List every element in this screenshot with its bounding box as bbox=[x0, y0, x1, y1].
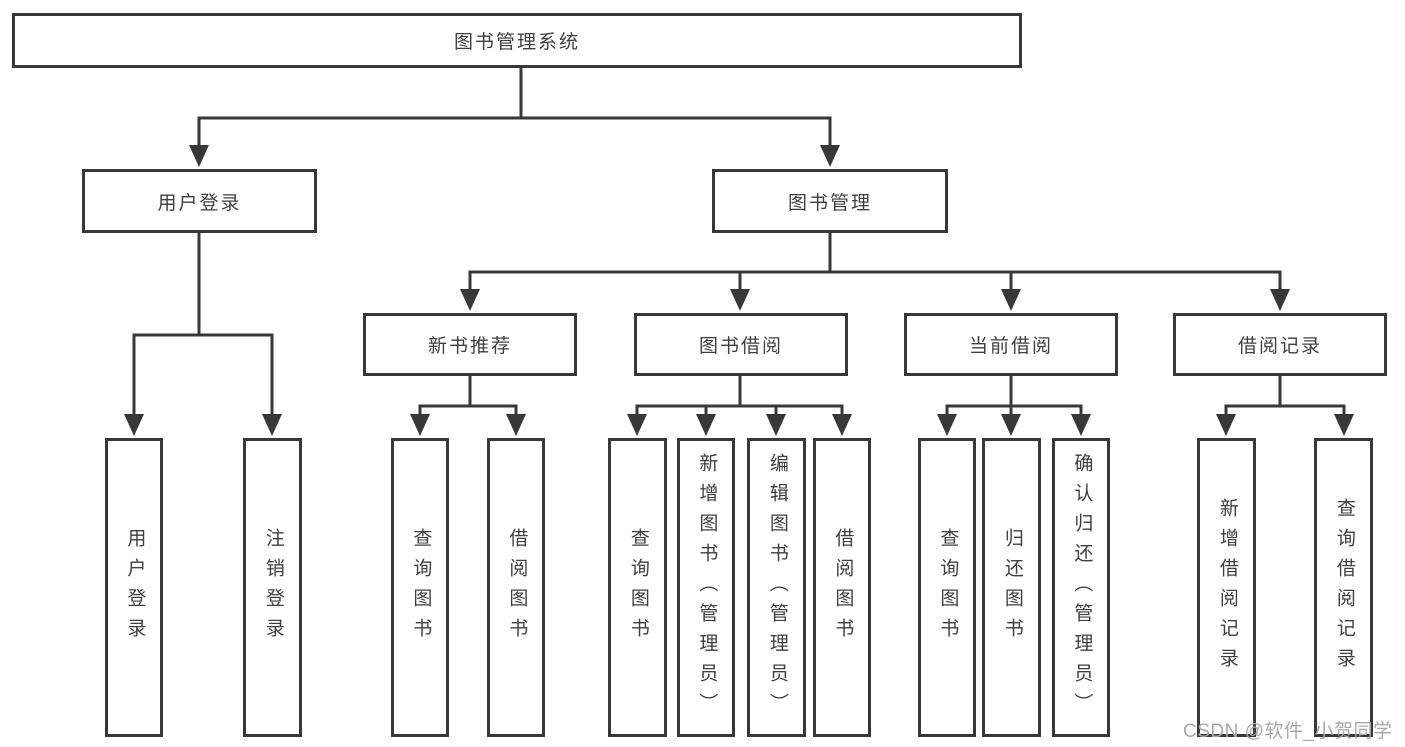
leaf-return-books: 归还图书 bbox=[982, 438, 1041, 737]
node-new-book-recommend: 新书推荐 bbox=[363, 313, 577, 376]
leaf-confirm-return-admin: 确认归还（管理员） bbox=[1052, 438, 1110, 737]
leaf-return-books-label: 归还图书 bbox=[1001, 527, 1023, 648]
leaf-borrow-books-recommend: 借阅图书 bbox=[487, 438, 545, 737]
leaf-user-login: 用户登录 bbox=[105, 438, 163, 737]
node-borrowing-records-label: 借阅记录 bbox=[1237, 336, 1322, 357]
node-current-borrowing: 当前借阅 bbox=[904, 313, 1118, 376]
node-book-management: 图书管理 bbox=[712, 169, 948, 233]
node-borrowing-records: 借阅记录 bbox=[1173, 313, 1387, 376]
leaf-add-borrow-record: 新增借阅记录 bbox=[1197, 438, 1256, 737]
leaf-query-books-borrowing-label: 查询图书 bbox=[627, 527, 649, 648]
leaf-user-login-label: 用户登录 bbox=[124, 527, 146, 648]
leaf-confirm-return-admin-label: 确认归还（管理员） bbox=[1071, 452, 1093, 723]
leaf-logout: 注销登录 bbox=[243, 438, 302, 737]
leaf-query-borrow-record: 查询借阅记录 bbox=[1314, 438, 1373, 737]
node-book-borrowing: 图书借阅 bbox=[634, 313, 848, 376]
leaf-add-borrow-record-label: 新增借阅记录 bbox=[1216, 497, 1238, 678]
node-library-system-label: 图书管理系统 bbox=[453, 32, 580, 53]
node-user-login: 用户登录 bbox=[82, 169, 317, 233]
leaf-add-book-admin: 新增图书（管理员） bbox=[677, 438, 735, 737]
leaf-borrow-books-borrowing: 借阅图书 bbox=[813, 438, 871, 737]
csdn-watermark: CSDN @软件_小贺同学 bbox=[1183, 721, 1393, 742]
leaf-logout-label: 注销登录 bbox=[262, 527, 284, 648]
leaf-borrow-books-borrowing-label: 借阅图书 bbox=[832, 527, 854, 648]
node-library-system: 图书管理系统 bbox=[12, 13, 1022, 68]
node-current-borrowing-label: 当前借阅 bbox=[968, 336, 1053, 357]
leaf-query-books-recommend-label: 查询图书 bbox=[410, 527, 432, 648]
leaf-edit-book-admin: 编辑图书（管理员） bbox=[747, 438, 806, 737]
leaf-add-book-admin-label: 新增图书（管理员） bbox=[696, 452, 718, 723]
leaf-query-books-borrowing: 查询图书 bbox=[608, 438, 667, 737]
leaf-query-books-recommend: 查询图书 bbox=[391, 438, 449, 737]
leaf-borrow-books-recommend-label: 借阅图书 bbox=[506, 527, 528, 648]
node-new-book-recommend-label: 新书推荐 bbox=[427, 336, 512, 357]
leaf-query-books-current: 查询图书 bbox=[918, 438, 976, 737]
leaf-query-books-current-label: 查询图书 bbox=[937, 527, 959, 648]
node-book-management-label: 图书管理 bbox=[787, 192, 872, 214]
leaf-query-borrow-record-label: 查询借阅记录 bbox=[1333, 497, 1355, 678]
leaf-edit-book-admin-label: 编辑图书（管理员） bbox=[766, 452, 788, 723]
node-book-borrowing-label: 图书借阅 bbox=[698, 336, 783, 357]
node-user-login-label: 用户登录 bbox=[157, 192, 242, 214]
